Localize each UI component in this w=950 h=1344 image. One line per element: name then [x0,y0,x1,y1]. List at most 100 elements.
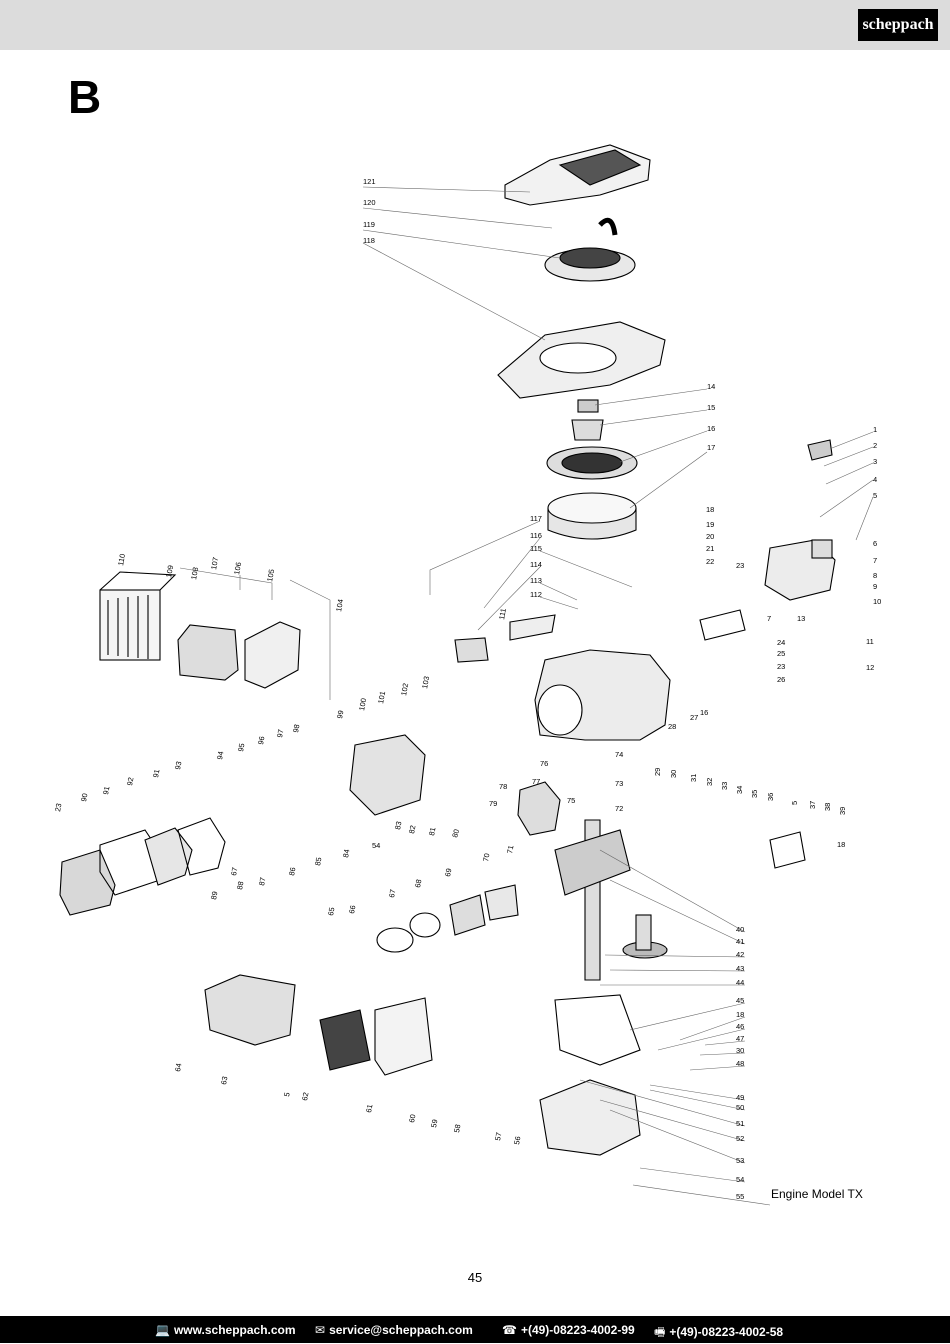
label-22: 22 [706,557,714,566]
label-66: 66 [347,905,357,915]
label-30b: 30 [736,1046,744,1055]
label-59: 59 [429,1119,439,1129]
label-64: 64 [173,1063,183,1073]
label-55: 55 [736,1192,744,1201]
footer-phone: ☎+(49)-08223-4002-99 [502,1323,635,1337]
label-21: 21 [706,544,714,553]
label-35: 35 [750,790,759,798]
label-4: 4 [873,475,877,484]
label-41: 41 [736,937,744,946]
label-85: 85 [313,857,323,867]
label-7b: 7 [767,614,771,623]
page-number: 45 [467,1270,483,1285]
label-43: 43 [736,964,744,973]
part-labels: 121 120 119 118 14 15 16 17 1 2 3 4 5 6 … [53,177,881,1201]
label-13: 13 [797,614,805,623]
label-40: 40 [736,925,744,934]
label-112: 112 [530,590,542,599]
label-33: 33 [720,782,729,790]
label-70: 70 [481,853,491,863]
label-5b: 5 [790,801,799,805]
label-9: 9 [873,582,877,591]
label-86: 86 [287,867,297,877]
label-56: 56 [512,1136,522,1146]
label-119: 119 [363,220,375,229]
engine-model-caption: Engine Model TX [771,1187,863,1201]
label-5c: 5 [282,1092,292,1098]
label-108: 108 [189,566,200,580]
email-text: service@scheppach.com [329,1323,473,1337]
label-80: 80 [450,828,461,838]
label-44: 44 [736,978,744,987]
footer-fax: 🖷+(49)-08223-4002-58 [654,1323,783,1344]
label-7: 7 [873,556,877,565]
label-49: 49 [736,1093,744,1102]
label-102: 102 [399,682,410,696]
label-18c: 18 [736,1010,744,1019]
label-83: 83 [393,821,403,831]
label-87: 87 [257,877,267,887]
label-53: 53 [736,1156,744,1165]
label-26: 26 [777,675,785,684]
label-14: 14 [707,382,715,391]
label-97: 97 [275,729,285,739]
label-19: 19 [706,520,714,529]
label-3: 3 [873,457,877,466]
label-34: 34 [735,786,744,794]
footer-email[interactable]: ✉service@scheppach.com [315,1323,473,1337]
label-23c: 23 [53,803,63,813]
footer-website[interactable]: 💻www.scheppach.com [155,1323,296,1337]
section-letter: B [68,71,102,123]
label-78: 78 [499,782,507,791]
label-68: 68 [413,879,423,889]
label-54b: 54 [372,841,380,850]
label-106: 106 [232,561,243,575]
label-18b: 18 [837,840,845,849]
label-31: 31 [689,774,698,782]
label-98: 98 [291,724,301,734]
label-113: 113 [530,576,542,585]
computer-icon: 💻 [155,1323,170,1337]
label-121: 121 [363,177,376,186]
label-82: 82 [407,825,417,835]
label-5: 5 [873,491,877,500]
label-67b: 67 [229,867,239,877]
label-69: 69 [443,868,453,878]
label-104: 104 [334,598,345,612]
label-117: 117 [530,514,542,523]
label-73: 73 [615,779,623,788]
label-116: 116 [530,531,542,540]
contact-footer: 💻www.scheppach.com ✉service@scheppach.co… [0,1316,950,1343]
label-12: 12 [866,663,874,672]
label-107: 107 [209,556,220,570]
label-88: 88 [235,881,245,891]
label-18: 18 [706,505,714,514]
label-63: 63 [219,1076,229,1086]
label-57: 57 [493,1132,503,1142]
label-52: 52 [736,1134,744,1143]
label-25: 25 [777,649,785,658]
label-118: 118 [363,236,375,245]
header-bar: scheppach [0,0,950,50]
label-100: 100 [357,697,368,711]
label-39: 39 [838,807,847,815]
website-text: www.scheppach.com [173,1323,296,1337]
label-2: 2 [873,441,877,450]
label-1: 1 [873,425,877,434]
fax-text: +(49)-08223-4002-58 [669,1325,784,1339]
label-93: 93 [173,761,183,771]
label-79: 79 [489,799,497,808]
label-42: 42 [736,950,744,959]
label-37: 37 [808,801,817,809]
label-92: 92 [125,777,135,787]
label-71: 71 [505,845,515,855]
label-16: 16 [707,424,715,433]
label-75: 75 [567,796,575,805]
label-101: 101 [376,690,387,704]
label-50: 50 [736,1103,744,1112]
fax-icon: 🖷 [654,1325,666,1339]
label-58: 58 [452,1124,462,1134]
label-94: 94 [215,751,225,761]
label-76: 76 [540,759,548,768]
